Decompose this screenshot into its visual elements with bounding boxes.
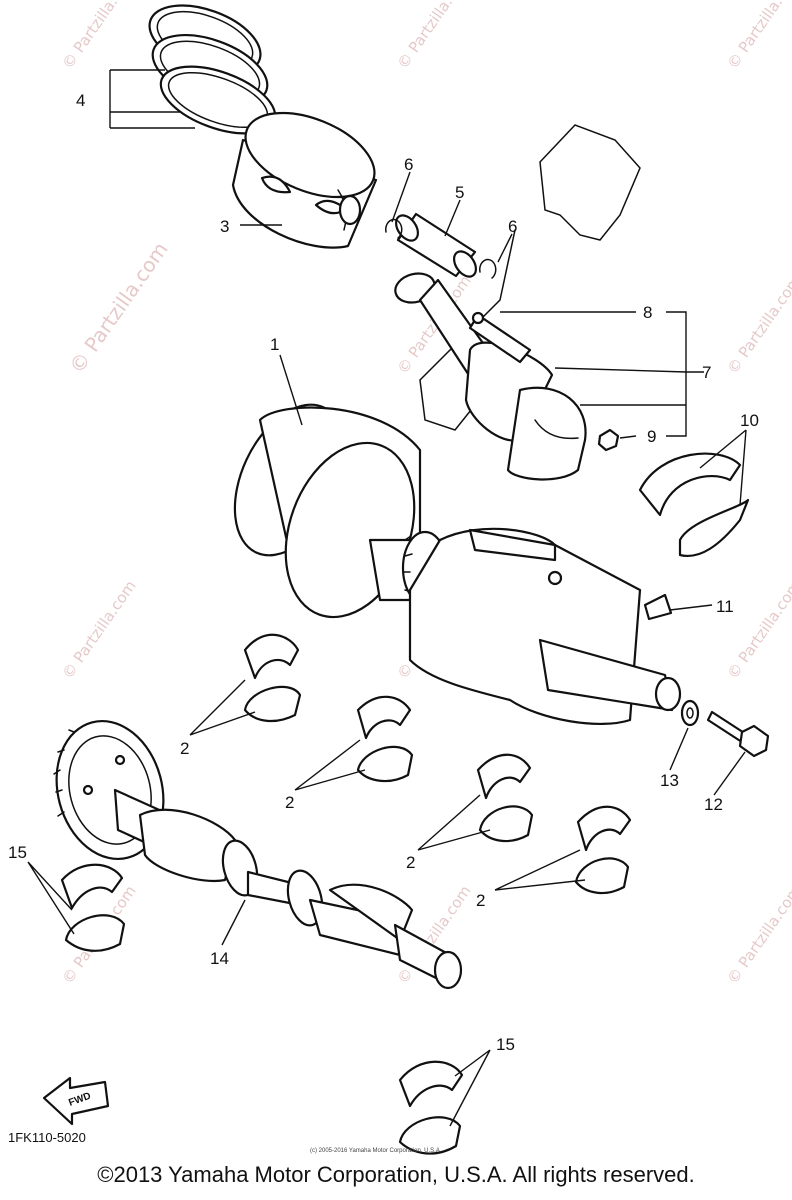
crank-bearings-a: [243, 633, 302, 723]
callout-12: 12: [704, 795, 723, 814]
watermark: © Partzilla.com: [724, 882, 792, 987]
crank-bearings-d: [574, 805, 632, 895]
watermark: © Partzilla.com: [724, 272, 792, 377]
watermark: © Partzilla.com: [394, 0, 475, 72]
callout-4: 4: [76, 91, 85, 110]
callout-11: 11: [716, 597, 734, 616]
small-copyright-notice: (c) 2005-2016 Yamaha Motor Corporation, …: [310, 1148, 442, 1154]
watermark: © Partzilla.com: [724, 0, 792, 72]
callout-9: 9: [647, 427, 656, 446]
callout-6: 6: [508, 217, 517, 236]
watermark: © Partzilla.com: [64, 238, 172, 378]
crankshaft: [233, 403, 682, 726]
callout-3: 3: [220, 217, 229, 236]
drawing-code: 1FK110-5020: [8, 1130, 86, 1145]
crank-bearings-b: [356, 695, 414, 783]
copyright-notice: ©2013 Yamaha Motor Corporation, U.S.A. A…: [97, 1162, 695, 1187]
callout-2: 2: [285, 793, 294, 812]
balancer-bearings-a: [60, 863, 126, 952]
callout-10: 10: [740, 411, 759, 430]
balancer-bearings-b: [398, 1060, 464, 1155]
callout-8: 8: [643, 303, 652, 322]
callout-14: 14: [210, 949, 229, 968]
piston-rings: [148, 4, 277, 135]
callout-numbers: 4 3 6 5 6 8 7 9 10 1 11 13 12 2 2 2 2 14…: [8, 91, 759, 1054]
callout-5: 5: [455, 183, 464, 202]
callout-13: 13: [660, 771, 679, 790]
callout-2: 2: [406, 853, 415, 872]
watermark: © Partzilla.com: [59, 577, 140, 682]
callout-1: 1: [270, 335, 279, 354]
leader-lines: [27, 69, 747, 1127]
washer-and-bolt: [680, 699, 770, 758]
piston-pin-and-clips: [385, 212, 497, 279]
callout-15: 15: [496, 1035, 515, 1054]
watermark: © Partzilla.com: [59, 0, 140, 72]
callout-2: 2: [476, 891, 485, 910]
connecting-rod: [394, 124, 641, 481]
crank-bearings-c: [476, 753, 534, 843]
callout-6: 6: [404, 155, 413, 174]
conrod-bearings: [638, 452, 750, 558]
balancer-shaft: [53, 719, 463, 990]
callout-15: 15: [8, 843, 27, 862]
watermark: © Partzilla.com: [724, 577, 792, 682]
piston: [231, 111, 378, 249]
callout-7: 7: [702, 363, 711, 382]
callout-2: 2: [180, 739, 189, 758]
fwd-arrow-icon: FWD: [42, 1076, 110, 1126]
